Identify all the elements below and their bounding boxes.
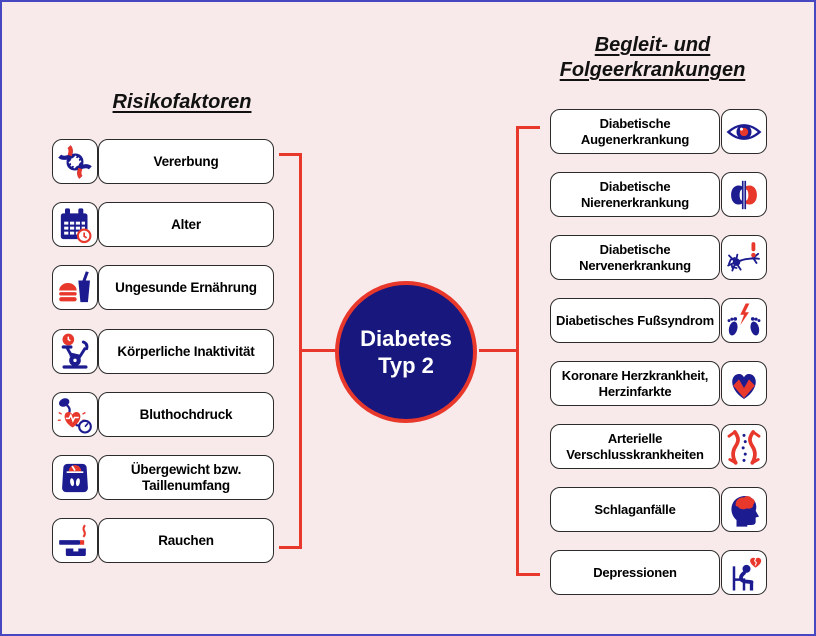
stroke-brain-icon: [721, 487, 767, 532]
kidneys-icon: [721, 172, 767, 217]
risk-item-label: Vererbung: [153, 153, 219, 169]
risk-item-label: Rauchen: [158, 532, 214, 548]
risk-item-inaktivitaet: Körperliche Inaktivität: [98, 329, 274, 374]
complication-item-label: Diabetische Nervenerkrankung: [579, 241, 691, 273]
connector-right-to-circle: [479, 349, 519, 352]
risk-factors-title: Risikofaktoren: [112, 91, 252, 113]
complication-item-fuss: Diabetisches Fußsyndrom: [550, 298, 720, 343]
complication-item-nerven: Diabetische Nervenerkrankung: [550, 235, 720, 280]
artery-icon: [721, 424, 767, 469]
complication-item-arterien: Arterielle Verschlusskrankheiten: [550, 424, 720, 469]
complication-item-label: Diabetische Nierenerkrankung: [580, 178, 690, 210]
depression-icon: [721, 550, 767, 595]
risk-item-bluthochdruck: Bluthochdruck: [98, 392, 274, 437]
feet-lightning-icon: [721, 298, 767, 343]
nerve-icon: [721, 235, 767, 280]
risk-item-label: Körperliche Inaktivität: [117, 343, 255, 359]
connector-left-top-stub: [279, 153, 302, 156]
risk-item-label: Bluthochdruck: [139, 406, 233, 422]
weight-scale-icon: [52, 455, 98, 500]
circle-label-line2: Typ 2: [378, 353, 434, 378]
complication-item-depression: Depressionen: [550, 550, 720, 595]
complication-item-augen: Diabetische Augenerkrankung: [550, 109, 720, 154]
blood-pressure-icon: [52, 392, 98, 437]
risk-item-rauchen: Rauchen: [98, 518, 274, 563]
risk-item-ernaehrung: Ungesunde Ernährung: [98, 265, 274, 310]
calendar-clock-icon: [52, 202, 98, 247]
fastfood-icon: [52, 265, 98, 310]
connector-right-top-stub: [516, 126, 540, 129]
eye-icon: [721, 109, 767, 154]
diabetes-typ-2-node: Diabetes Typ 2: [335, 281, 477, 423]
connector-left-to-circle: [299, 349, 339, 352]
complication-item-label: Depressionen: [593, 564, 677, 580]
circle-label-line1: Diabetes: [360, 326, 452, 351]
complication-item-schlaganfall: Schlaganfälle: [550, 487, 720, 532]
dna-icon: [52, 139, 98, 184]
complication-item-label: Koronare Herzkrankheit, Herzinfarkte: [561, 367, 709, 399]
risk-item-label: Alter: [171, 216, 201, 232]
complication-item-label: Diabetisches Fußsyndrom: [556, 312, 714, 328]
complications-title-line1: Begleit- und: [594, 34, 711, 56]
risk-item-label: Übergewicht bzw. Taillenumfang: [130, 461, 242, 493]
left-column-heading: Risikofaktoren: [62, 90, 302, 115]
right-column-heading: Begleit- und Folgeerkrankungen: [530, 33, 775, 83]
risk-item-uebergewicht: Übergewicht bzw. Taillenumfang: [98, 455, 274, 500]
heart-attack-icon: [721, 361, 767, 406]
complication-item-label: Schlaganfälle: [594, 501, 676, 517]
risk-item-alter: Alter: [98, 202, 274, 247]
complication-item-label: Diabetische Augenerkrankung: [580, 115, 690, 147]
risk-item-vererbung: Vererbung: [98, 139, 274, 184]
connector-left-bottom-stub: [279, 546, 302, 549]
complication-item-label: Arterielle Verschlusskrankheiten: [566, 430, 704, 462]
connector-right-bottom-stub: [516, 573, 540, 576]
exercise-bike-icon: [52, 329, 98, 374]
complication-item-nieren: Diabetische Nierenerkrankung: [550, 172, 720, 217]
complication-item-herz: Koronare Herzkrankheit, Herzinfarkte: [550, 361, 720, 406]
complications-title-line2: Folgeerkrankungen: [559, 59, 746, 81]
smoking-icon: [52, 518, 98, 563]
risk-item-label: Ungesunde Ernährung: [115, 279, 257, 295]
